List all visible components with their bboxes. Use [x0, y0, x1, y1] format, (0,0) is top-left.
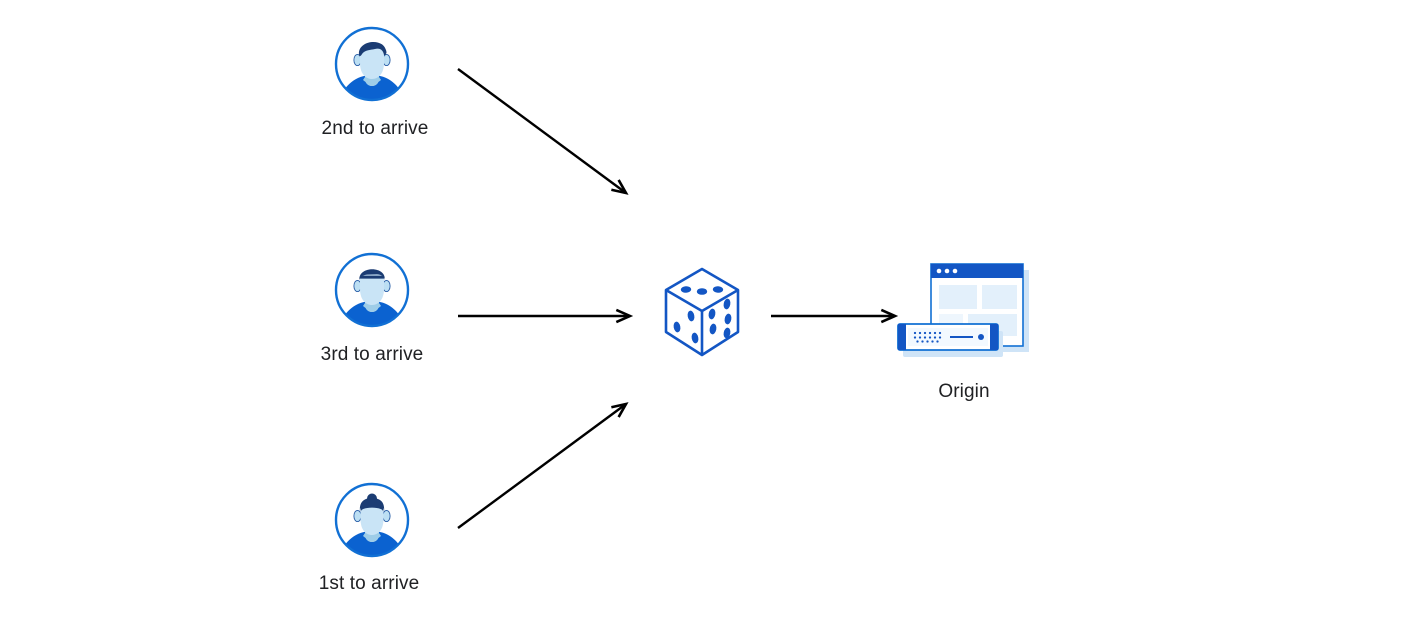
dice-icon [664, 267, 740, 357]
avatar-1st-to-arrive[interactable] [333, 481, 411, 559]
label-3rd-to-arrive: 3rd to arrive [320, 344, 424, 365]
arrow-1st-to-dice [457, 403, 627, 529]
avatar-2nd-to-arrive[interactable] [333, 25, 411, 103]
arrow-3rd-to-dice-head [615, 308, 634, 324]
avatar-3rd-to-arrive[interactable] [333, 251, 411, 329]
origin-server-icon [897, 263, 1029, 357]
label-2nd-to-arrive: 2nd to arrive [321, 118, 429, 139]
user-avatar-icon [334, 26, 410, 102]
user-avatar-icon [334, 482, 410, 558]
arrow-2nd-to-dice [457, 68, 627, 194]
user-avatar-icon [334, 252, 410, 328]
arrow-2nd-to-dice-head [611, 179, 629, 195]
label-1st-to-arrive: 1st to arrive [318, 573, 420, 594]
origin-server[interactable] [893, 258, 1035, 368]
label-origin: Origin [938, 381, 990, 402]
dice-random-selector[interactable] [662, 266, 742, 358]
arrow-1st-to-dice-head [611, 402, 629, 418]
